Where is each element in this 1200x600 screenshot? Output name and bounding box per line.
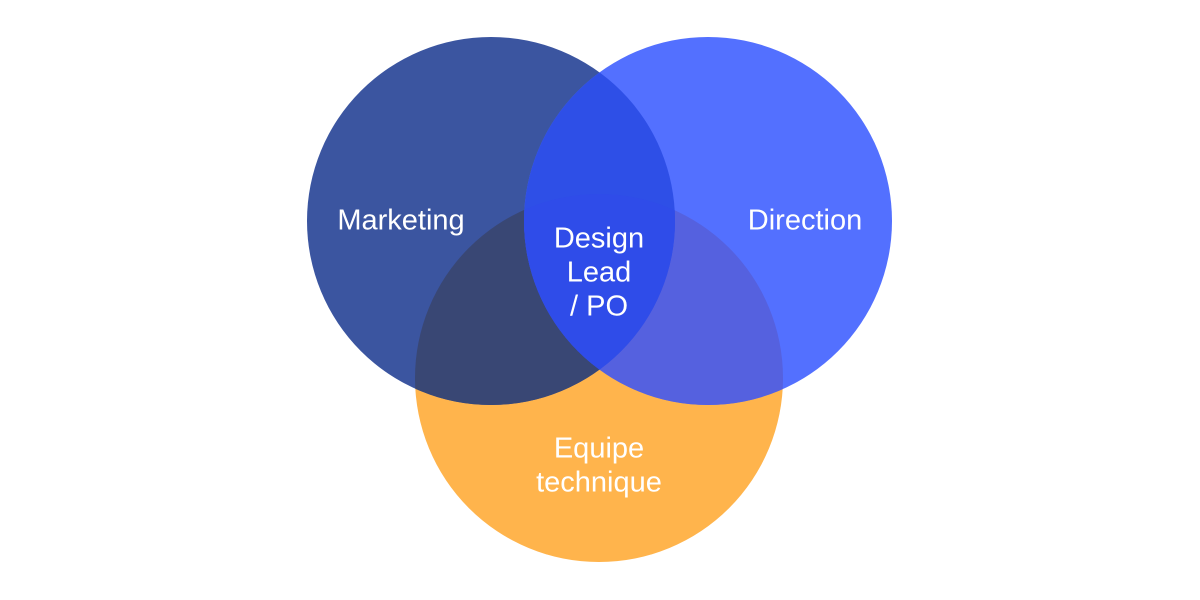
label-equipe-line-2: technique <box>536 467 662 499</box>
label-equipe-line-1: Equipe <box>554 433 644 465</box>
label-direction: Direction <box>748 205 862 237</box>
label-center-line-2: Lead <box>567 257 632 289</box>
label-center-line-1: Design <box>554 223 644 255</box>
label-marketing: Marketing <box>337 205 464 237</box>
label-center-line-3: / PO <box>570 291 628 323</box>
